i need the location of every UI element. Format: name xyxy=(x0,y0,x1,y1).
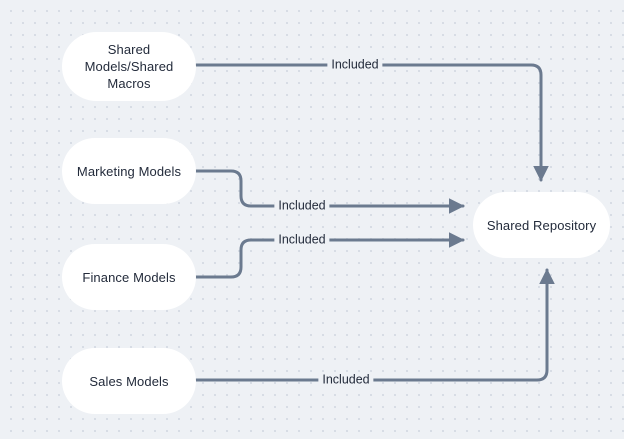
node-sales-models[interactable]: Sales Models xyxy=(62,348,196,414)
node-shared-models-label: Shared Models/Shared Macros xyxy=(84,42,174,91)
node-finance-models[interactable]: Finance Models xyxy=(62,244,196,310)
edge-label-marketing-models: Included xyxy=(274,198,330,214)
edge-path-sales-models xyxy=(194,268,555,382)
node-shared-repository-label: Shared Repository xyxy=(486,217,597,233)
edge-label-finance-models: Included xyxy=(274,232,330,248)
edge-path-shared-models xyxy=(194,63,549,182)
node-shared-repository[interactable]: Shared Repository xyxy=(473,192,610,258)
edge-label-shared-models: Included xyxy=(327,57,383,73)
node-shared-models[interactable]: Shared Models/Shared Macros xyxy=(62,32,196,101)
edge-label-sales-models: Included xyxy=(318,372,374,388)
node-finance-models-label: Finance Models xyxy=(82,269,176,285)
node-marketing-models[interactable]: Marketing Models xyxy=(62,138,196,204)
node-sales-models-label: Sales Models xyxy=(89,373,169,389)
node-marketing-models-label: Marketing Models xyxy=(76,163,182,179)
